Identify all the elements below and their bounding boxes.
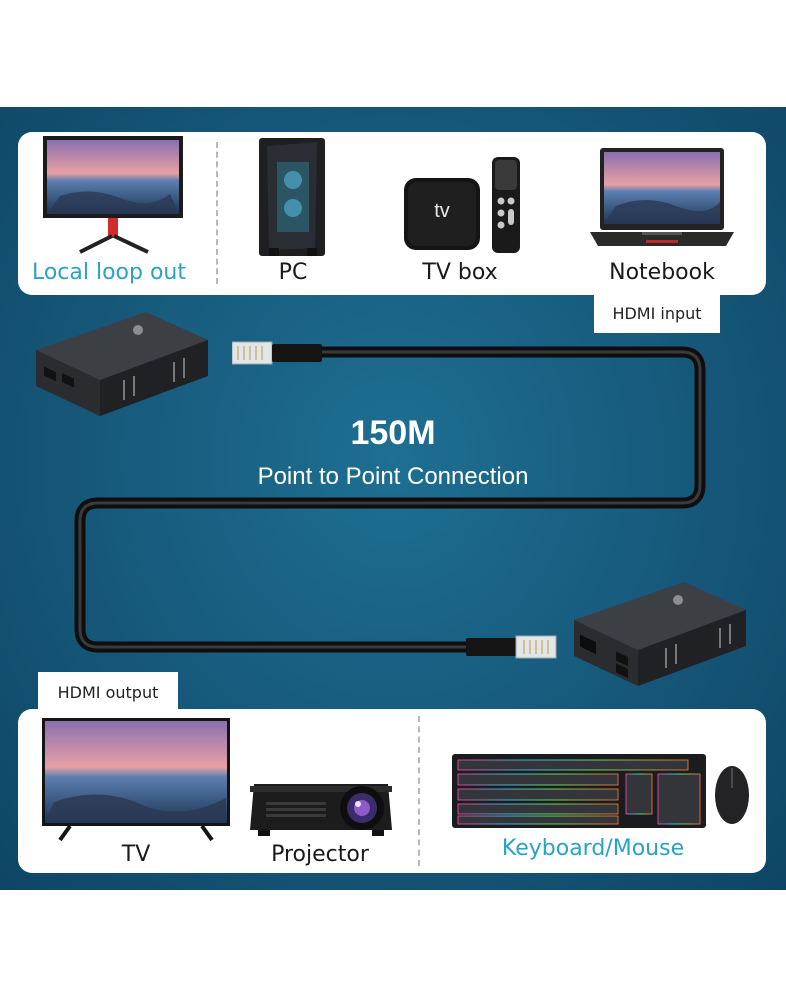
- card-divider: [418, 716, 420, 866]
- label-local-loop-out: Local loop out: [31, 260, 187, 285]
- hdmi-input-tag: HDMI input: [594, 293, 720, 333]
- rj45-connector-icon: [466, 635, 557, 659]
- card-divider: [216, 142, 218, 284]
- label-projector: Projector: [271, 842, 369, 867]
- tv-icon: [42, 718, 230, 842]
- connection-description: Point to Point Connection: [257, 463, 529, 490]
- keyboard-icon: [452, 754, 706, 828]
- notebook-icon: [590, 148, 734, 246]
- rj45-connector-icon: [232, 341, 322, 365]
- receiver-unit-icon: [574, 582, 746, 686]
- pc-tower-icon: [259, 138, 325, 256]
- distance-label: 150M: [350, 414, 436, 452]
- label-tv: TV: [121, 842, 151, 867]
- remote-icon: [492, 157, 520, 253]
- label-tv-box: TV box: [422, 260, 498, 285]
- label-keyboard-mouse: Keyboard/Mouse: [501, 836, 685, 861]
- tv-box-icon: [404, 178, 480, 250]
- tv-box-logo: tv: [434, 200, 450, 222]
- hdmi-output-tag: HDMI output: [38, 672, 178, 712]
- label-notebook: Notebook: [609, 260, 715, 285]
- transmitter-unit-icon: [36, 312, 208, 416]
- monitor-icon: [43, 136, 183, 254]
- label-pc: PC: [278, 260, 308, 285]
- mouse-icon: [715, 766, 749, 824]
- projector-icon: [250, 784, 392, 836]
